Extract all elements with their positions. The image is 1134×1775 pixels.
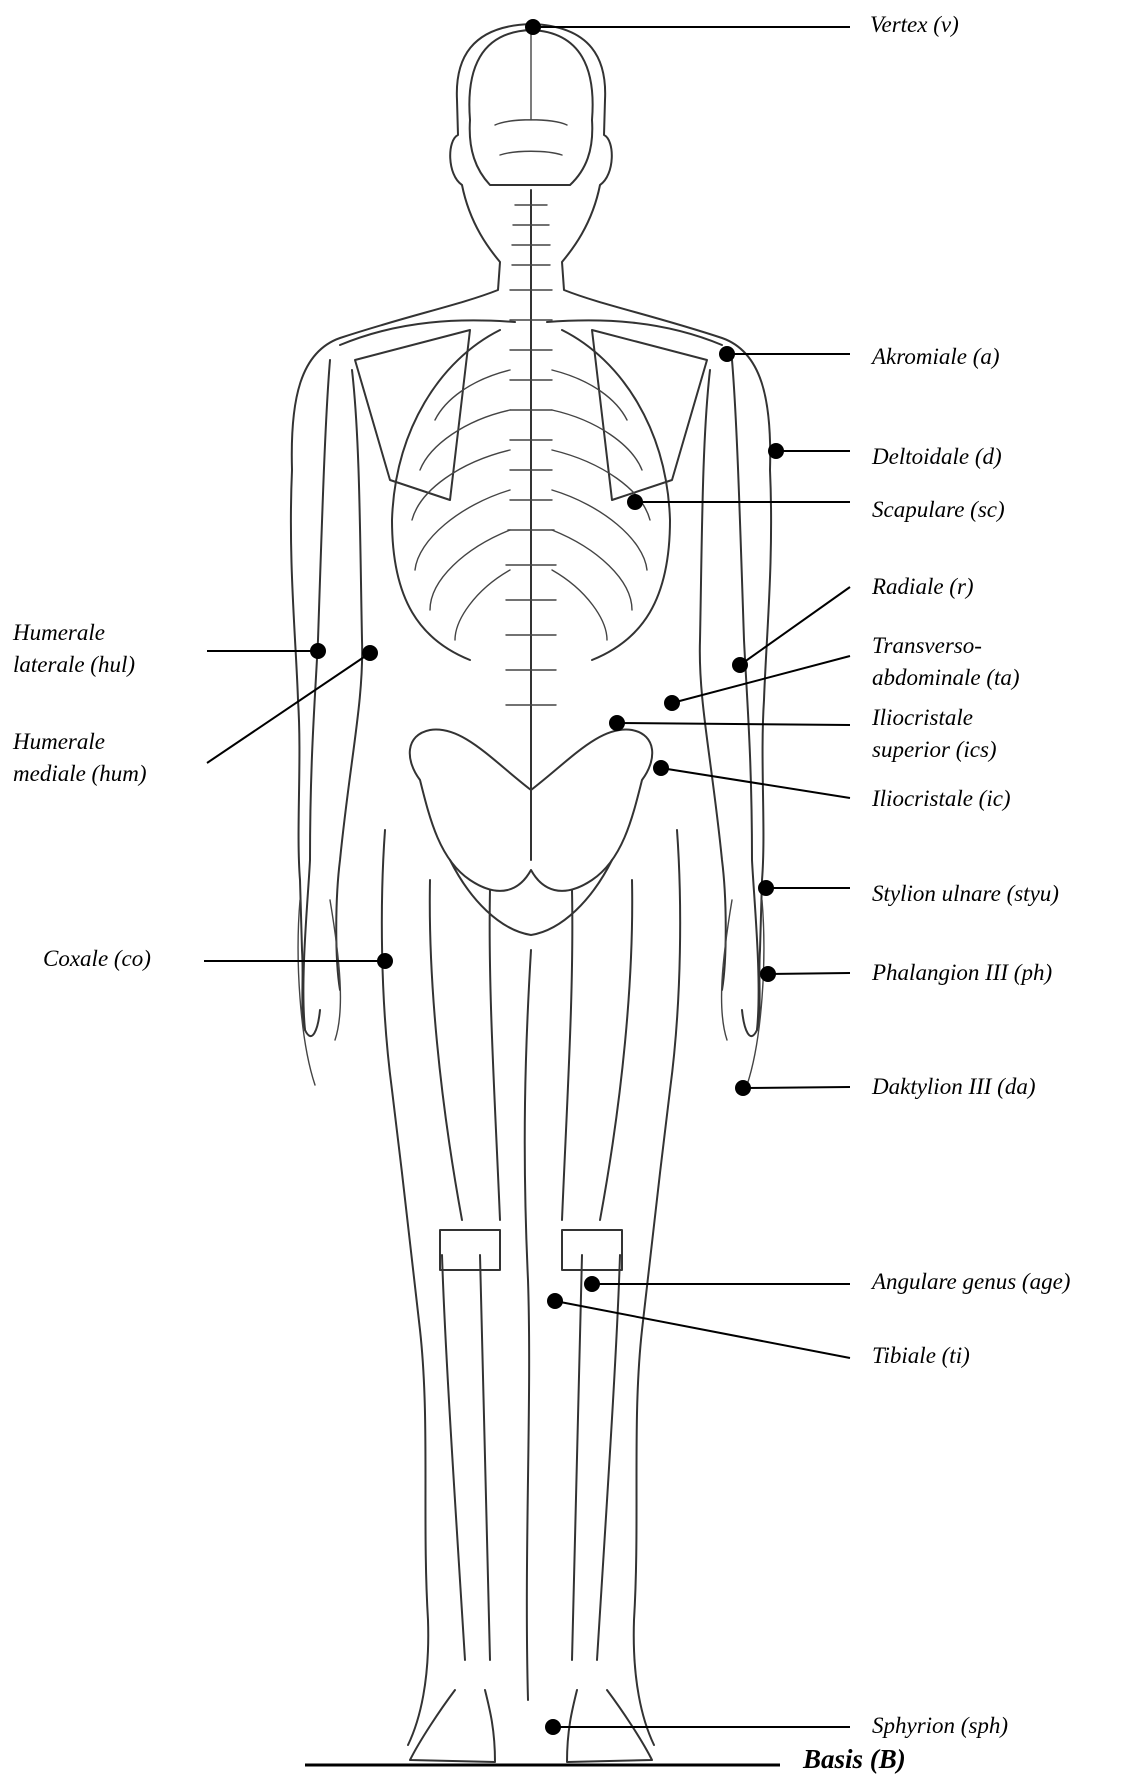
legs — [410, 880, 652, 1762]
label-basis: Basis (B) — [803, 1743, 906, 1775]
landmark-transverso — [664, 695, 680, 711]
leader-humerale-med — [207, 653, 370, 763]
leader-daktylion — [743, 1087, 850, 1088]
label-transverso: Transverso- abdominale (ta) — [872, 630, 1020, 694]
landmark-coxale — [377, 953, 393, 969]
leader-transverso — [672, 656, 850, 703]
leader-iliocristale — [661, 768, 850, 798]
label-angulare: Angulare genus (age) — [872, 1266, 1070, 1298]
label-deltoidale: Deltoidale (d) — [872, 441, 1002, 473]
landmark-daktylion — [735, 1080, 751, 1096]
landmark-angulare — [584, 1276, 600, 1292]
landmark-humerale-med — [362, 645, 378, 661]
leader-radiale — [740, 587, 850, 665]
label-scapulare: Scapulare (sc) — [872, 494, 1005, 526]
landmark-stylion — [758, 880, 774, 896]
landmark-radiale — [732, 657, 748, 673]
landmark-sphyrion — [545, 1719, 561, 1735]
spine — [506, 190, 556, 860]
label-iliocristale-sup: Iliocristale superior (ics) — [872, 702, 997, 766]
label-sphyrion: Sphyrion (sph) — [872, 1710, 1008, 1742]
skull — [469, 30, 592, 185]
landmark-deltoidale — [768, 443, 784, 459]
landmark-humerale-lat — [310, 643, 326, 659]
label-humerale-med: Humerale mediale (hum) — [13, 726, 147, 790]
label-coxale: Coxale (co) — [43, 943, 151, 975]
leader-tibiale — [555, 1301, 850, 1358]
landmark-akromiale — [719, 346, 735, 362]
label-stylion: Stylion ulnare (styu) — [872, 878, 1059, 910]
label-daktylion: Daktylion III (da) — [872, 1071, 1036, 1103]
label-tibiale: Tibiale (ti) — [872, 1340, 970, 1372]
label-phalangion: Phalangion III (ph) — [872, 957, 1052, 989]
landmark-scapulare — [627, 494, 643, 510]
label-radiale: Radiale (r) — [872, 571, 974, 603]
label-iliocristale: Iliocristale (ic) — [872, 783, 1011, 815]
leader-phalangion — [768, 973, 850, 974]
label-vertex: Vertex (v) — [870, 9, 959, 41]
landmark-iliocristale-sup — [609, 715, 625, 731]
label-humerale-lat: Humerale laterale (hul) — [13, 617, 135, 681]
leader-iliocristale-sup — [617, 723, 850, 725]
landmark-tibiale — [547, 1293, 563, 1309]
landmark-vertex — [525, 19, 541, 35]
landmark-dots — [310, 19, 784, 1735]
landmark-iliocristale — [653, 760, 669, 776]
landmark-phalangion — [760, 966, 776, 982]
label-akromiale: Akromiale (a) — [872, 341, 1000, 373]
